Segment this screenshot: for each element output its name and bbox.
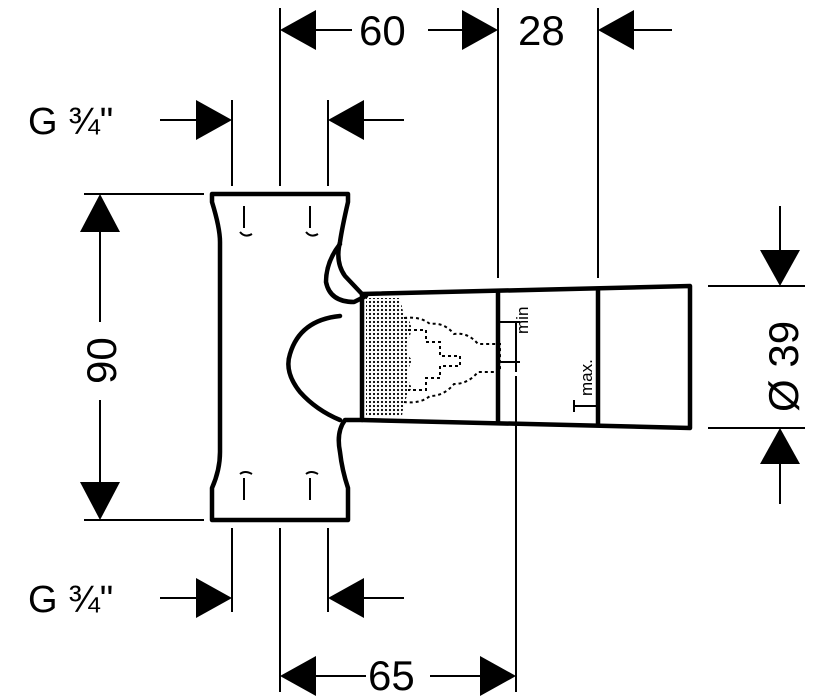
dimension-60-label: 60 [359, 7, 406, 54]
thread-marks [239, 206, 319, 500]
thread-top: G ¾" [28, 100, 404, 143]
max-label: max. [577, 359, 596, 396]
dimension-90-label: 90 [78, 337, 125, 384]
dimension-28-label: 28 [518, 7, 565, 54]
dimension-90: 90 [78, 194, 125, 520]
dimension-28: 28 [518, 7, 672, 54]
dimension-65: 65 [280, 652, 516, 699]
cartridge-dots [366, 298, 501, 416]
dimension-60: 60 [280, 7, 498, 54]
min-label: min [513, 307, 532, 334]
valve-body [209, 191, 693, 523]
min-max-marks: min max. [500, 307, 598, 412]
thread-top-label: G ¾" [28, 101, 113, 143]
thread-bottom-label: G ¾" [28, 579, 113, 621]
dimension-diameter-39: Ø 39 [760, 206, 807, 504]
extension-lines [84, 8, 805, 692]
dimension-65-label: 65 [368, 652, 415, 699]
dimension-diameter-label: Ø 39 [760, 321, 807, 412]
thread-bottom: G ¾" [28, 578, 404, 621]
